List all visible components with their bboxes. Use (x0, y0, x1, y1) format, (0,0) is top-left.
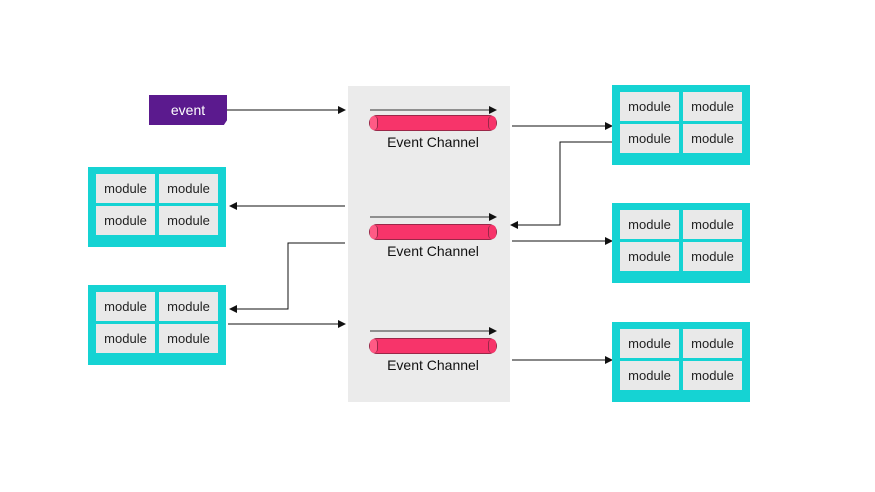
module-box: module (96, 206, 155, 235)
module-box: module (96, 292, 155, 321)
module-box: module (620, 329, 679, 358)
module-box: module (620, 361, 679, 390)
module-box: module (683, 92, 742, 121)
module-box: module (683, 210, 742, 239)
module-box: module (159, 292, 218, 321)
event-channel-pipe-2 (369, 224, 497, 240)
module-box: module (683, 124, 742, 153)
module-box: module (620, 210, 679, 239)
right-module-group-2: module module module module (612, 203, 750, 283)
right-group-1-to-channel-2-arrow (510, 141, 612, 229)
module-box: module (683, 242, 742, 271)
module-box: module (159, 206, 218, 235)
event-channel-pipe-3 (369, 338, 497, 354)
event-channel-label-1: Event Channel (387, 134, 479, 150)
event-channel-pipe-1 (369, 115, 497, 131)
module-box: module (620, 124, 679, 153)
left-module-group-2: module module module module (88, 285, 226, 365)
module-box: module (620, 92, 679, 121)
module-box: module (96, 324, 155, 353)
event-label: event (170, 102, 206, 118)
right-module-group-1: module module module module (612, 85, 750, 165)
module-box: module (96, 174, 155, 203)
event-channel-label-3: Event Channel (387, 357, 479, 373)
module-box: module (683, 361, 742, 390)
event-tag: event (149, 95, 227, 125)
event-channel-label-2: Event Channel (387, 243, 479, 259)
module-box: module (620, 242, 679, 271)
left-module-group-1: module module module module (88, 167, 226, 247)
right-module-group-3: module module module module (612, 322, 750, 402)
channel-to-left-group-2-arrow (229, 242, 345, 313)
module-box: module (159, 324, 218, 353)
module-box: module (683, 329, 742, 358)
module-box: module (159, 174, 218, 203)
